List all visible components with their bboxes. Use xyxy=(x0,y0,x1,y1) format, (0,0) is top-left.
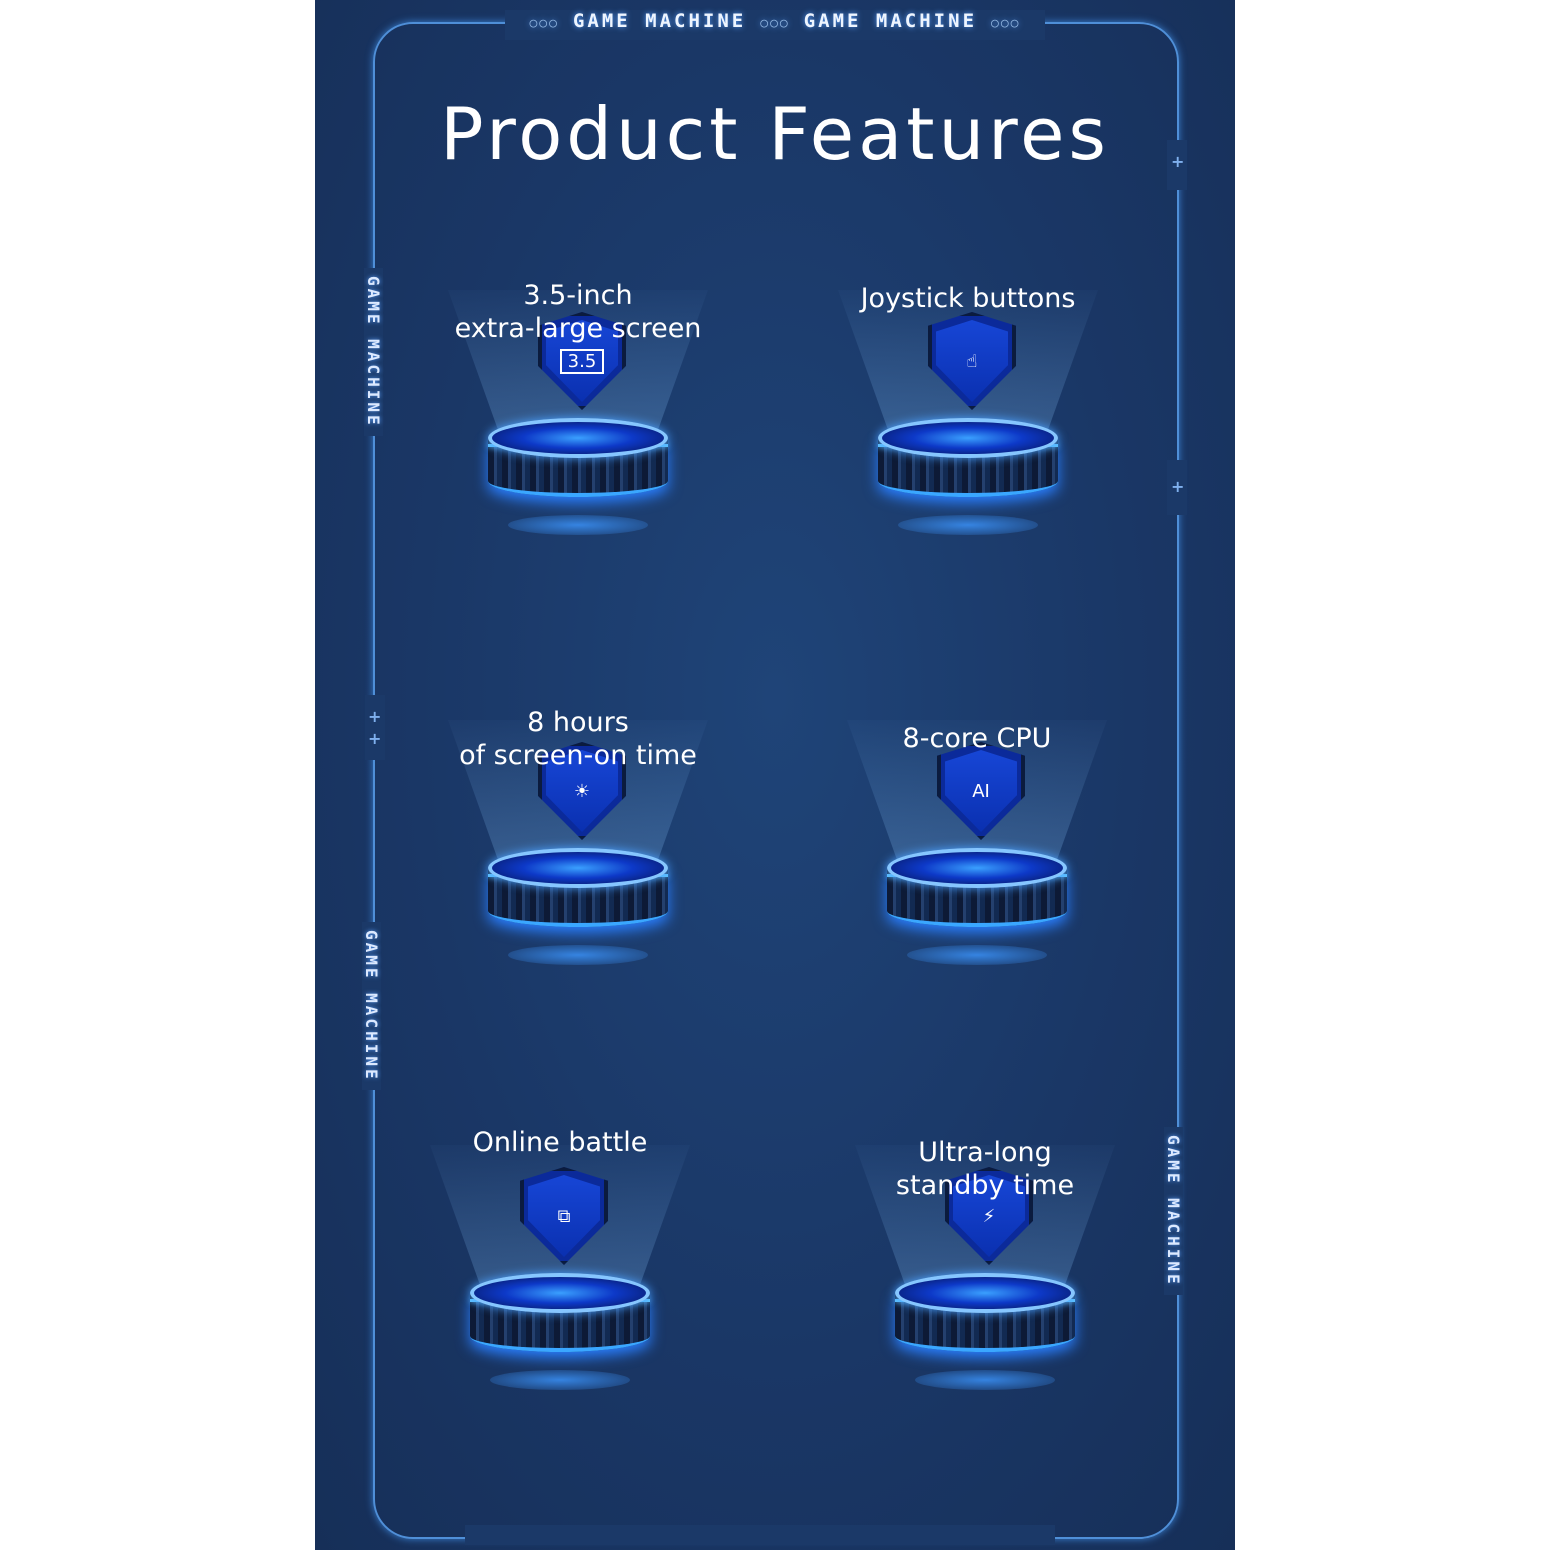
feature-label-line: extra-large screen xyxy=(454,313,702,344)
product-features-panel: ○○○ GAME MACHINE ○○○ GAME MACHINE ○○○ Produc… xyxy=(315,0,1235,1550)
dots-decoration: ○○○ xyxy=(529,16,559,31)
feature-label-line: of screen-on time xyxy=(459,740,697,771)
header-brand: ○○○ GAME MACHINE ○○○ GAME MACHINE ○○○ xyxy=(315,10,1235,32)
plus-icon: + xyxy=(1171,477,1185,496)
page-title: Product Features xyxy=(440,92,1110,176)
pedestal xyxy=(878,418,1058,508)
dots-decoration: ○○○ xyxy=(760,16,790,31)
feature-label-line: standby time xyxy=(895,1170,1075,1201)
side-label: GAME MACHINE xyxy=(362,922,381,1090)
feature-label: Joystick buttons xyxy=(758,282,1178,315)
feature-item: ⧉ Online battle xyxy=(410,1127,710,1505)
pedestal xyxy=(895,1273,1075,1363)
icon-text: 3.5 xyxy=(559,348,605,374)
feature-label-line: 8 hours xyxy=(527,707,629,738)
feature-label: 8-core CPU xyxy=(767,722,1187,755)
brand-text: GAME MACHINE xyxy=(572,10,747,32)
pedestal xyxy=(488,418,668,508)
feature-item: ☝ Joystick buttons xyxy=(818,283,1118,650)
plus-icon: + xyxy=(368,707,382,726)
feature-label-line: Ultra-long xyxy=(918,1137,1052,1168)
pedestal xyxy=(887,848,1067,938)
plus-icon: + xyxy=(1171,152,1185,171)
feature-label-line: Online battle xyxy=(472,1127,648,1158)
pedestal xyxy=(488,848,668,938)
feature-item: AI 8-core CPU xyxy=(827,720,1127,1080)
feature-label-line: 3.5-inch xyxy=(523,280,633,311)
pedestal xyxy=(470,1273,650,1363)
feature-label-line: Joystick buttons xyxy=(860,283,1076,314)
brand-text: GAME MACHINE xyxy=(803,10,978,32)
feature-label-line: 8-core CPU xyxy=(902,723,1052,754)
dots-decoration: ○○○ xyxy=(991,16,1021,31)
plus-icon: + xyxy=(368,729,382,748)
battery-icon: ⚡ xyxy=(945,1167,1033,1265)
feature-label: Online battle xyxy=(350,1126,770,1159)
